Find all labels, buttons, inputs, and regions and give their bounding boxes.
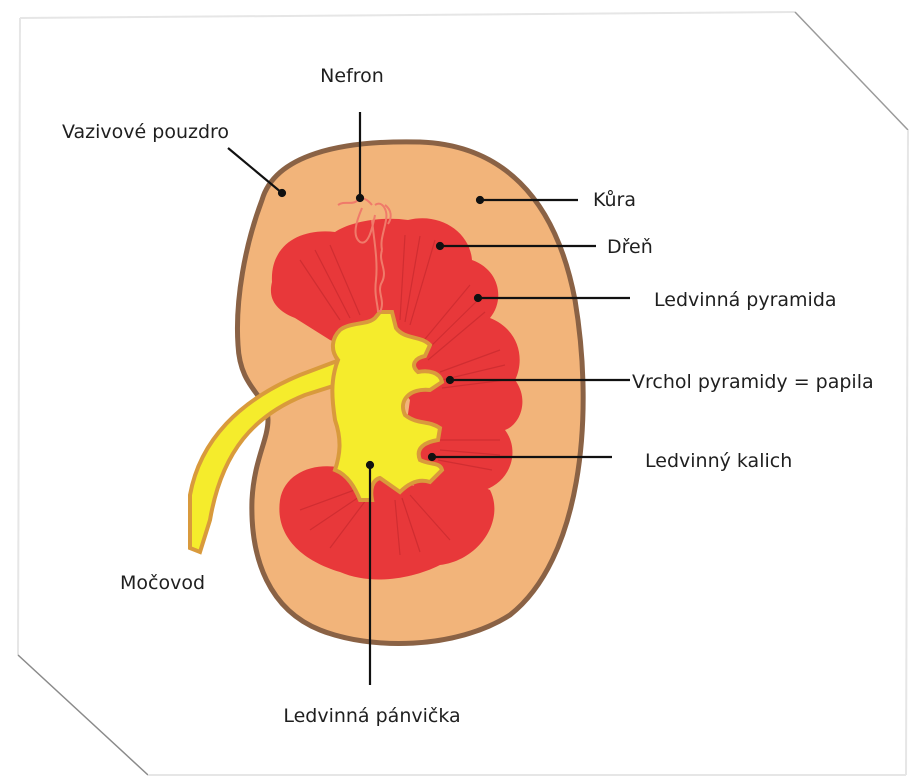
label-kura: Kůra bbox=[593, 189, 636, 211]
leader-vazivove-pouzdro bbox=[228, 148, 282, 193]
label-ledvinna-pyramida: Ledvinná pyramida bbox=[654, 289, 837, 311]
label-mocovod: Močovod bbox=[120, 572, 205, 594]
label-nefron: Nefron bbox=[320, 65, 384, 87]
label-ledvinna-panvicka: Ledvinná pánvička bbox=[283, 705, 460, 727]
label-dren: Dřeň bbox=[607, 236, 653, 258]
label-vazivove-pouzdro: Vazivové pouzdro bbox=[62, 121, 229, 143]
label-vrchol-pyramidy: Vrchol pyramidy = papila bbox=[632, 371, 874, 393]
label-ledvinny-kalich: Ledvinný kalich bbox=[645, 450, 792, 472]
